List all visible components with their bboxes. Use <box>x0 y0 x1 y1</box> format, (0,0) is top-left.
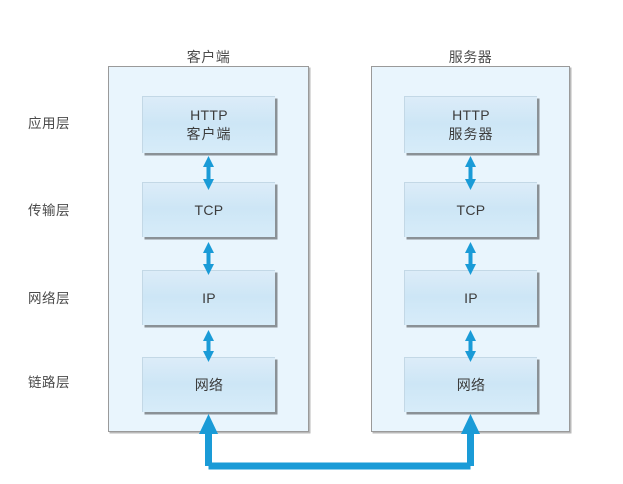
protocol-box-client-tcp: TCP <box>142 182 275 237</box>
protocol-box-client-http: HTTP 客户端 <box>142 96 275 153</box>
protocol-box-label-line1: IP <box>202 289 216 306</box>
layer-label-application: 应用层 <box>28 116 70 131</box>
protocol-box-server-http: HTTP 服务器 <box>404 96 537 153</box>
protocol-box-label-line1: 网络 <box>194 376 224 393</box>
layer-label-transport: 传输层 <box>28 203 70 218</box>
protocol-box-label-line2: 服务器 <box>448 126 494 142</box>
layer-label-network: 网络层 <box>28 291 70 306</box>
protocol-box-label-line1: TCP <box>456 201 486 218</box>
protocol-box-label-line1: HTTP <box>452 107 490 123</box>
layer-label-link: 链路层 <box>28 375 70 390</box>
protocol-box-label-line1: 网络 <box>456 376 486 393</box>
protocol-box-client-ip: IP <box>142 270 275 325</box>
protocol-box-label-line1: HTTP <box>190 107 228 123</box>
protocol-box-server-network: 网络 <box>404 357 537 412</box>
column-title-server: 服务器 <box>448 49 493 65</box>
protocol-box-label-line1: IP <box>464 289 478 306</box>
protocol-box-label-line2: 客户端 <box>186 126 232 142</box>
protocol-box-label-line1: TCP <box>194 201 224 218</box>
protocol-box-server-ip: IP <box>404 270 537 325</box>
protocol-box-client-network: 网络 <box>142 357 275 412</box>
column-title-client: 客户端 <box>186 49 231 65</box>
protocol-box-server-tcp: TCP <box>404 182 537 237</box>
